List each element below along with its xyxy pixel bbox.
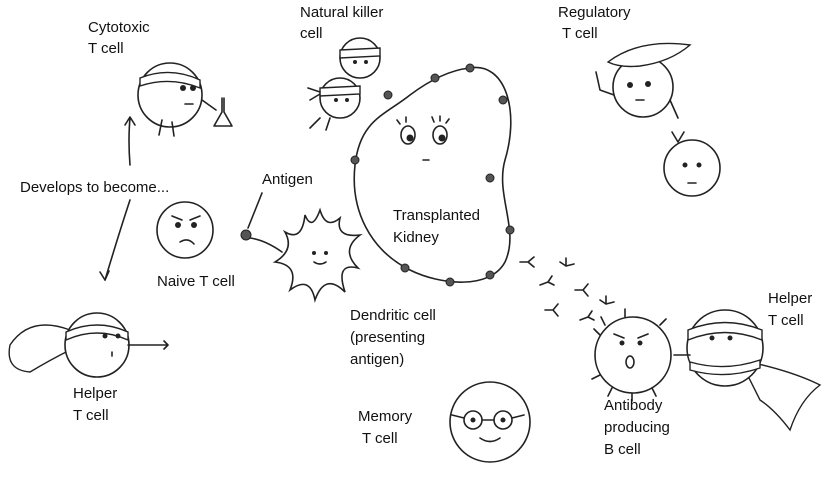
label-develops-to-become: Develops to become... (20, 179, 169, 196)
b-cell (591, 308, 672, 402)
kidney-antigens (350, 63, 515, 287)
label-natural-killer-cell: Natural killer cell (300, 4, 388, 42)
flask-icon (213, 97, 233, 127)
label-regulatory-t-cell: Regulatory T cell (558, 4, 635, 42)
label-helper-t-cell-right: Helper T cell (768, 290, 816, 329)
label-cytotoxic-t-cell: Cytotoxic T cell (88, 19, 154, 57)
suppressed-cell (663, 131, 721, 197)
kidney-face (396, 115, 450, 161)
antigen-pointer (247, 192, 263, 229)
label-naive-t-cell: Naive T cell (157, 273, 235, 290)
label-dendritic-cell: Dendritic cell (presenting antigen) (350, 307, 440, 368)
regulatory-t-cell (595, 42, 692, 119)
antibodies (519, 256, 615, 321)
arrowhead-icon (99, 270, 110, 281)
natural-killer-cells (307, 37, 381, 131)
label-helper-t-cell-left: Helper T cell (73, 385, 121, 424)
develop-arrow-upper (124, 116, 136, 166)
helper-t-cell-right (673, 309, 822, 432)
label-antigen: Antigen (262, 171, 313, 188)
memory-t-cell (449, 381, 531, 463)
transplanted-kidney (350, 63, 515, 287)
label-transplanted-kidney: Transplanted Kidney (393, 207, 484, 246)
helper-t-cell-left (8, 312, 169, 378)
cytotoxic-t-cell (137, 62, 233, 137)
naive-t-cell (156, 201, 214, 259)
label-memory-t-cell: Memory T cell (358, 408, 416, 447)
dendritic-cell (240, 207, 363, 303)
label-antibody-producing-b-cell: Antibody producing B cell (604, 397, 674, 458)
develop-arrow-lower (104, 199, 131, 281)
